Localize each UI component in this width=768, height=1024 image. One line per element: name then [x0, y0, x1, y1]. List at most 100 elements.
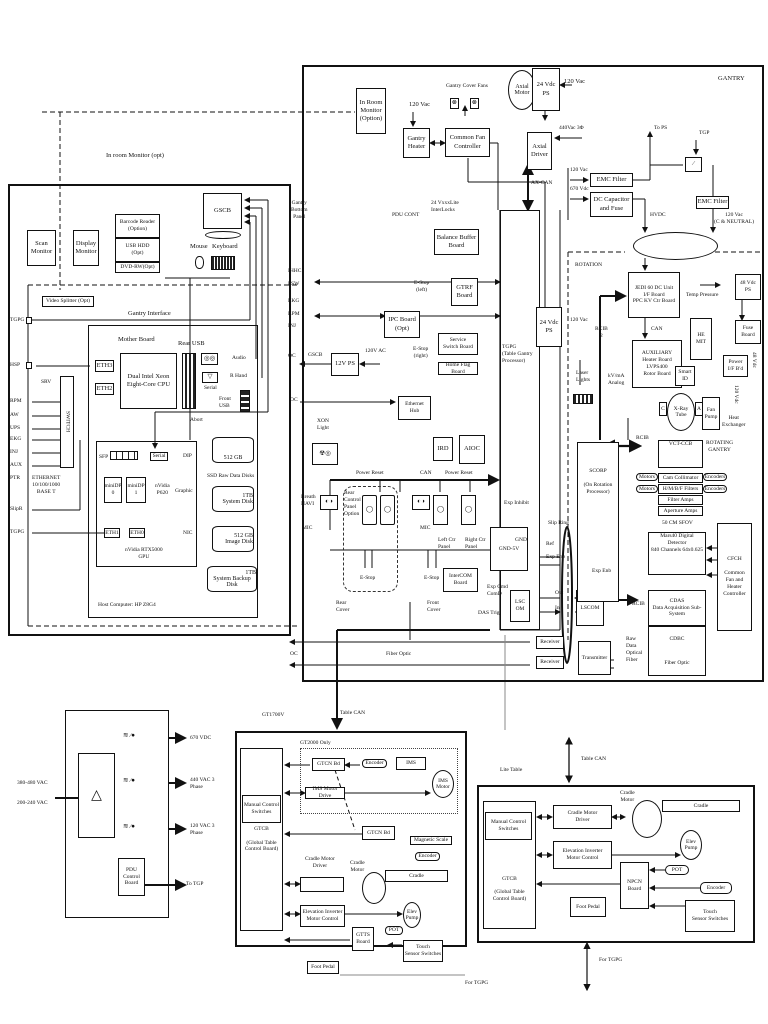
breath-navi: Breath NAVI: [301, 494, 316, 507]
breath-navi-front: ◐◑: [412, 495, 430, 510]
lite-table-manual-control: Manual Control Switches: [485, 812, 532, 840]
vdc-48-label: 48 Vdc: [750, 352, 757, 368]
lite-table-elevation-inverter: Elevation Inverter Motor Control: [553, 841, 612, 869]
keyboard-label: Keyboard: [212, 243, 238, 250]
gt1700v-foot-pedal: Foot Pedal: [307, 961, 339, 974]
dip-board: [96, 441, 197, 567]
lite-table-cradle: Cradle: [662, 800, 740, 812]
auxiliary-heater-board: AUXILIARY Heater Board LVPS400 Rotor Boa…: [632, 340, 682, 388]
gnd-5v-box: GND-5V: [490, 527, 528, 571]
hsp-label: HSP: [10, 362, 21, 368]
gt1700v-cradle: Cradle: [385, 870, 448, 882]
axial-motor: Axial Motor: [508, 70, 536, 110]
nic-label: NIC: [183, 530, 193, 536]
laser-lights-label: Laser Lights: [576, 370, 591, 383]
vdc-670: 670 Vdc: [570, 186, 589, 192]
hsp-connector: [26, 362, 32, 369]
lscom-left: LSC OM: [510, 590, 530, 622]
conn-ekg: EKG: [288, 298, 300, 304]
display-monitor: Display Monitor: [73, 230, 99, 266]
receiver-2: Receiver: [536, 656, 564, 669]
disk-size: 512 GB: [234, 532, 253, 539]
raw-data-fiber: Raw Data Optical Fiber: [626, 636, 643, 663]
estop-right: E-Stop (right): [413, 346, 429, 359]
lite-table-foot-pedal: Foot Pedal: [570, 897, 606, 917]
exp-inhibit: Exp Inhibit: [504, 500, 529, 506]
gt1700v-cradle-motor-driver: [300, 877, 344, 892]
gt1700v-frame: [235, 731, 467, 947]
ps-48vdc: 48 Vdc PS: [735, 274, 761, 300]
in-label: In: [555, 605, 560, 611]
in-room-monitor: In Room Monitor (Option): [356, 88, 386, 134]
tgp-label: TGP: [699, 130, 710, 136]
rotation-label: ROTATION: [575, 262, 603, 268]
fan-pump: Fan Pump: [702, 397, 720, 430]
motherboard-label: Mother Board: [118, 336, 155, 343]
fan-icon: ⊗: [450, 98, 459, 109]
pdu-to-tgp: To TGP: [186, 881, 204, 887]
pdu-out-120vac: 120 VAC 3 Phase: [190, 823, 215, 836]
detector: Mars40 Digital Detector 840 Channels 64x…: [648, 532, 706, 575]
graphic-label: Graphic: [175, 488, 193, 494]
gscb-stand: [205, 231, 241, 239]
xray-tube: X-Ray Tube: [667, 393, 695, 431]
kv-ma-analog: kV/mA Analog: [608, 373, 625, 386]
vac-120-neutral: 120 Vac (C & NEUTRAL): [714, 212, 755, 225]
power-reset-2: Power Reset: [445, 470, 473, 476]
power-reset-1: Power Reset: [356, 470, 384, 476]
heat-exchanger: Heat Exchanger: [722, 415, 746, 428]
gantry-cover-fans-label: Gantry Cover Fans: [446, 83, 488, 89]
hvdc-label: HVDC: [650, 212, 666, 218]
ethernet-switch: SWITCH: [60, 376, 74, 468]
host-computer: [88, 325, 258, 618]
fiber-optic-label: Fiber Optic: [386, 651, 412, 657]
cpu: Dual Intel Xeon Eight-Core CPU: [120, 353, 177, 409]
slip-ring-label: Slip Ring: [548, 520, 569, 526]
lite-table-title: Lite Table: [500, 767, 523, 773]
lite-table-pot: POT: [665, 865, 689, 875]
gt1700v-for-tgpg: For TGPG: [465, 980, 489, 986]
lite-table-npcn-board: NPCN Board: [620, 862, 649, 909]
laser-lights-icon: [573, 394, 593, 404]
lite-table-encoder: Encoder: [700, 882, 732, 894]
slip-ring-top: [633, 232, 718, 260]
port-rpm: RPM: [10, 398, 22, 404]
gt1700v-gtcb: GTCB (Global Table Control Board): [240, 748, 283, 931]
front-usb-label: Front USB: [219, 396, 231, 409]
smart-id: Smart ID: [675, 366, 695, 386]
gantry-title: GANTRY: [718, 75, 745, 82]
rear-control-panel-option: [343, 486, 398, 592]
lite-table-cradle-motor: [632, 800, 662, 838]
usb-hdd: USB HDD (Opt): [115, 238, 160, 262]
breaker-1-icon: ≋ ⁄●: [123, 732, 136, 739]
conn-ihhc: IHHC: [288, 268, 302, 274]
rear-control-panel-label: Rear Control Panel Option: [344, 490, 361, 517]
service-switch-board: Service Switch Board: [438, 333, 478, 355]
gt2000-only-label: GT2000 Only: [300, 740, 331, 746]
eth1-port: ETH1: [104, 528, 120, 538]
nvidia-p620: nVidia P620: [155, 483, 170, 496]
disk-label: Image Disk: [225, 538, 253, 545]
gantry-interface-label: Gantry Interface: [128, 310, 171, 317]
aioc: AIOC: [459, 435, 485, 464]
scan-monitor: Scan Monitor: [27, 230, 56, 266]
gt1700v-ims: IMS: [396, 757, 426, 770]
vac-120-mid: 120 Vac: [570, 317, 588, 323]
estop-front: E-Stop: [424, 575, 440, 581]
interlocks-label: 24 VxxxLite InterLocks: [431, 200, 459, 213]
encoders-2: Encoders: [703, 485, 727, 493]
sfp-ports: [110, 451, 138, 460]
gt1700v-gtcn-bd-1: GTCN Bd: [312, 758, 345, 771]
slipr-label: SlipR: [10, 506, 23, 512]
minidp-0: miniDP 0: [104, 477, 122, 503]
gscb-monitor: GSCB: [203, 193, 242, 229]
rcib-2: RCIB 2: [595, 326, 608, 339]
keyboard-icon: [211, 256, 235, 270]
abort-label: Abort: [190, 417, 203, 423]
hm-bf-filters: H/M/B/F Filters: [658, 484, 703, 494]
estop-left: E-Stop (left): [414, 280, 430, 293]
emc-filter-1: EMC Filter: [590, 173, 633, 187]
rcib-label: RCIB: [636, 435, 649, 441]
ethernet-hub: Ethernet Hub: [398, 396, 431, 420]
